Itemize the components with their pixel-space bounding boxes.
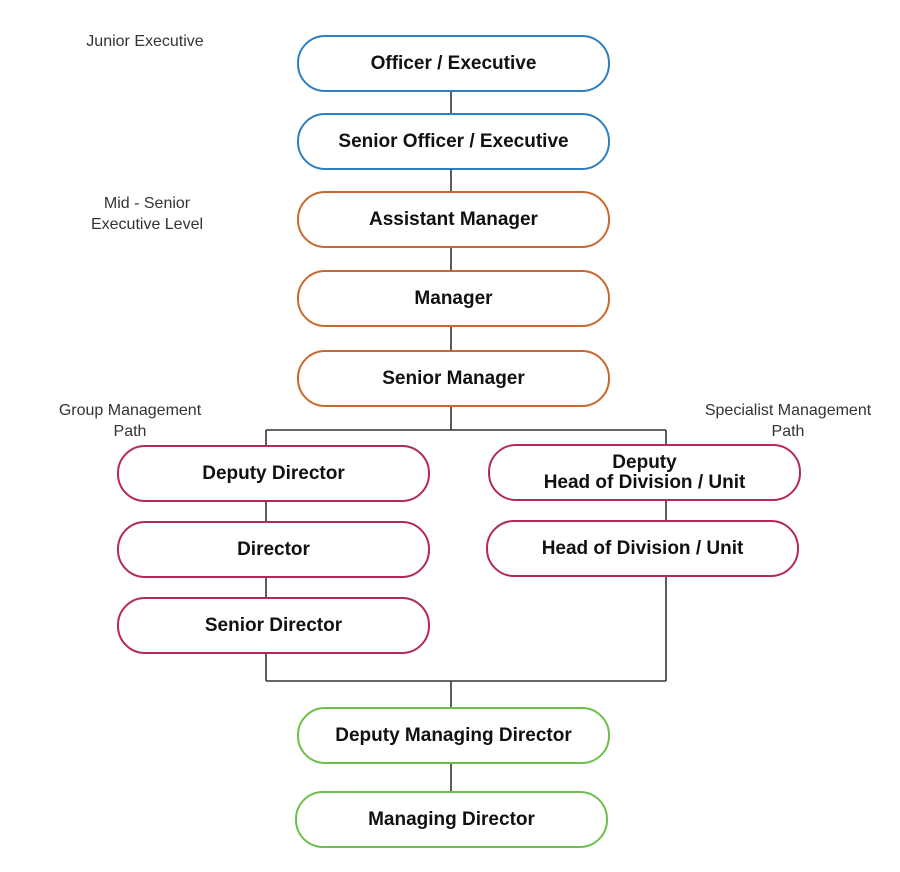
node-deputy-head-of-division: Deputy Head of Division / Unit (488, 444, 801, 501)
node-senior-manager: Senior Manager (297, 350, 610, 407)
level-label-group-path: Group Management Path (58, 402, 202, 440)
node-deputy-director: Deputy Director (117, 445, 430, 502)
node-assistant-manager: Assistant Manager (297, 191, 610, 248)
node-manager: Manager (297, 270, 610, 327)
node-head-of-division: Head of Division / Unit (486, 520, 799, 577)
node-senior-officer-executive: Senior Officer / Executive (297, 113, 610, 170)
level-label-specialist-path: Specialist Management Path (704, 402, 872, 440)
node-managing-director: Managing Director (295, 791, 608, 848)
level-label-junior: Junior Executive (86, 33, 204, 50)
node-deputy-managing-director: Deputy Managing Director (297, 707, 610, 764)
node-officer-executive: Officer / Executive (297, 35, 610, 92)
node-director: Director (117, 521, 430, 578)
node-senior-director: Senior Director (117, 597, 430, 654)
level-label-mid-senior: Mid - Senior Executive Level (90, 195, 204, 233)
